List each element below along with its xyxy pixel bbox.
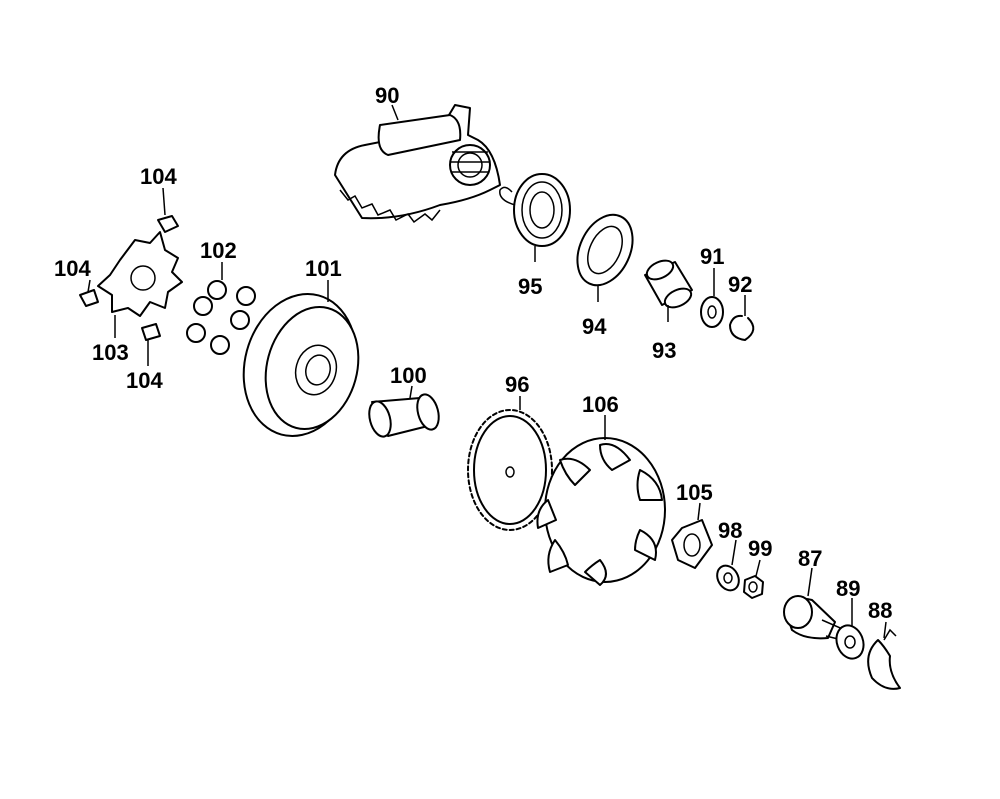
part-104-slider-bottom (141, 323, 161, 341)
label-91: 91 (700, 244, 724, 269)
label-96: 96 (505, 372, 529, 397)
label-101: 101 (305, 256, 342, 281)
part-104-slider-left (79, 289, 99, 307)
label-106: 106 (582, 392, 619, 417)
part-103-ramp-plate (97, 231, 183, 317)
part-91-washer (700, 296, 724, 328)
label-102: 102 (200, 238, 237, 263)
label-98: 98 (718, 518, 742, 543)
label-104-left: 104 (54, 256, 91, 281)
part-98-washer (716, 564, 740, 592)
part-102-rollers (186, 280, 256, 355)
label-100: 100 (390, 363, 427, 388)
label-92: 92 (728, 272, 752, 297)
label-94: 94 (582, 314, 607, 339)
part-105-hub (671, 519, 713, 569)
part-94-washer (576, 213, 634, 287)
label-103: 103 (92, 340, 129, 365)
part-90-kickstart-shaft (334, 104, 501, 224)
label-99: 99 (748, 536, 772, 561)
part-88-spring-clip (867, 628, 901, 690)
label-87: 87 (798, 546, 822, 571)
part-106-fan (536, 437, 666, 586)
part-93-bushing (644, 259, 693, 309)
part-100-spacer-sleeve (368, 393, 440, 438)
label-90: 90 (375, 83, 399, 108)
part-99-nut (743, 575, 764, 599)
label-105: 105 (676, 480, 713, 505)
part-96-gear (467, 409, 553, 531)
label-93: 93 (652, 338, 676, 363)
part-87-starter-pinion (783, 595, 846, 641)
label-104-bottom: 104 (126, 368, 163, 393)
part-95-kickstart-spring (499, 173, 571, 247)
part-89-washer (835, 624, 865, 660)
label-104-top: 104 (140, 164, 177, 189)
label-89: 89 (836, 576, 860, 601)
part-101-variator (242, 293, 360, 437)
part-104-slider-top (157, 215, 179, 233)
label-88: 88 (868, 598, 892, 623)
part-92-circlip (729, 314, 755, 341)
label-95: 95 (518, 274, 542, 299)
